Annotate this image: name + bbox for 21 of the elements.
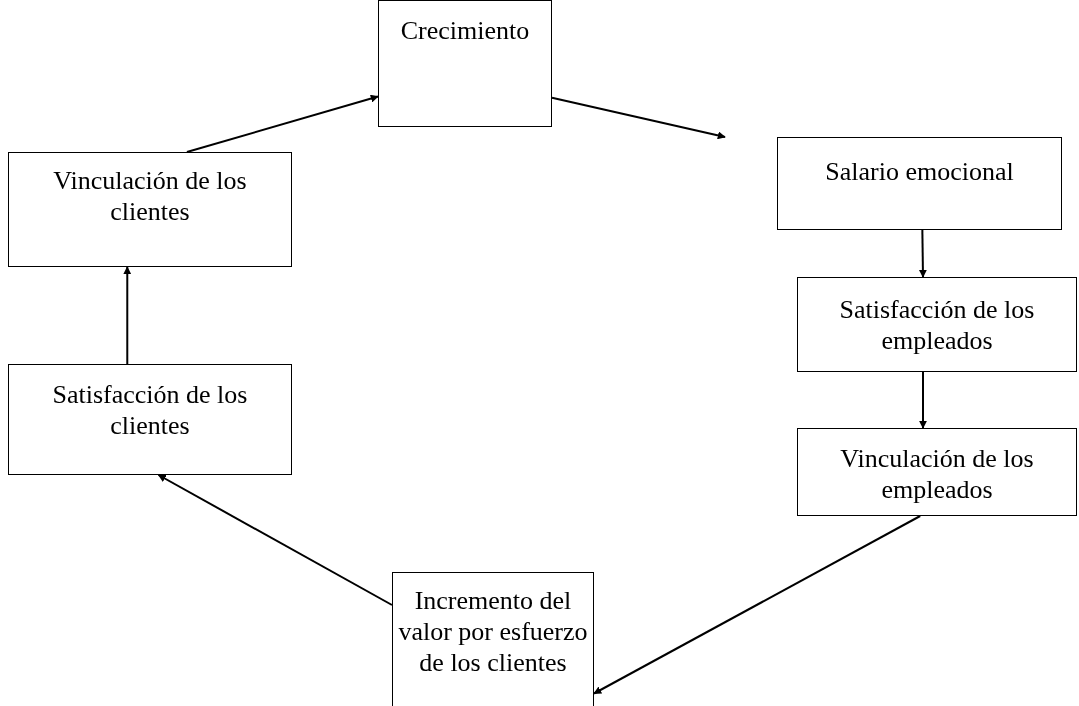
box-label: Satisfacción de los empleados xyxy=(838,294,1036,357)
arrow xyxy=(551,96,726,140)
process-box xyxy=(392,572,594,706)
box-label: Vinculación de los clientes xyxy=(52,165,248,228)
arrow xyxy=(918,229,927,278)
process-box xyxy=(8,152,292,267)
box-label: Crecimiento xyxy=(400,15,530,47)
process-box xyxy=(797,277,1077,372)
process-box xyxy=(777,137,1062,230)
box-label: Salario emocional xyxy=(825,156,1014,188)
process-box xyxy=(797,428,1077,516)
arrow xyxy=(919,371,927,429)
arrow xyxy=(123,266,132,365)
process-box xyxy=(378,0,552,127)
arrow xyxy=(157,474,393,606)
arrow xyxy=(185,94,379,153)
arrow xyxy=(593,515,922,695)
box-label: Satisfacción de los clientes xyxy=(51,379,249,442)
box-label: Vinculación de los empleados xyxy=(839,443,1035,506)
process-box xyxy=(8,364,292,475)
box-label: Incremento del valor por esfuerzo de los clientes xyxy=(397,585,589,679)
